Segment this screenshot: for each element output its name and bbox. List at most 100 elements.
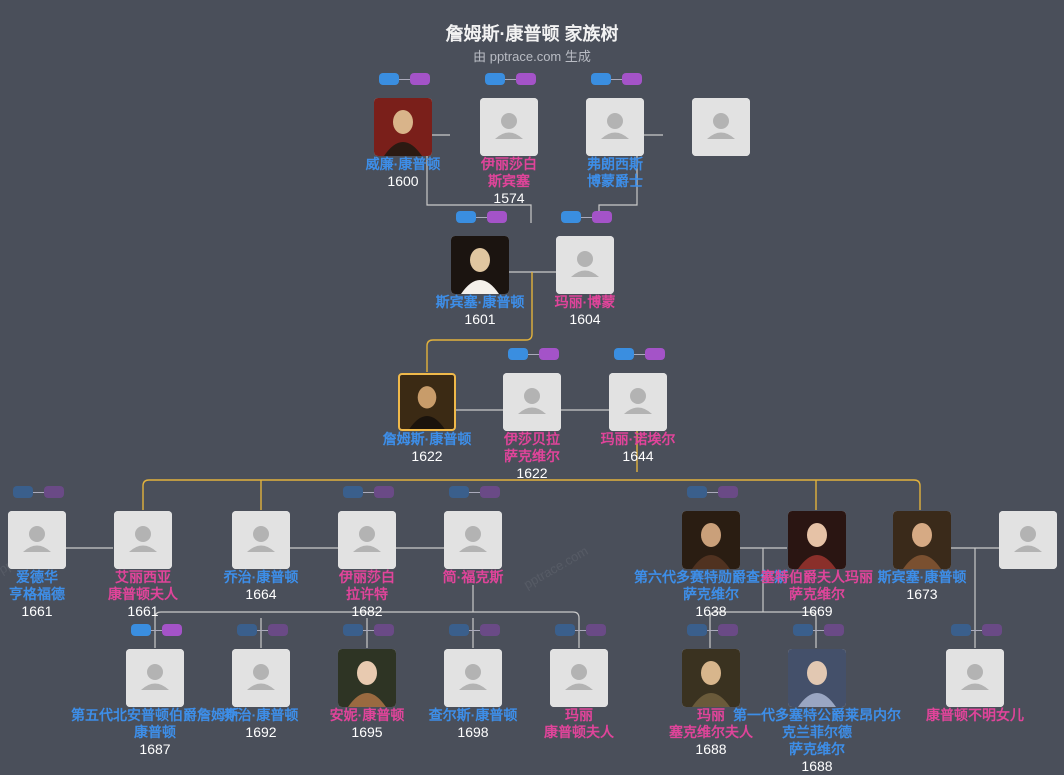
person-placeholder-icon[interactable] <box>232 649 290 707</box>
person-name[interactable]: 斯宾塞·康普顿 <box>877 569 967 585</box>
person-placeholder-icon[interactable] <box>550 649 608 707</box>
person-placeholder-icon[interactable] <box>503 373 561 431</box>
person-name[interactable]: 伊莎贝拉 萨克维尔 <box>504 431 560 464</box>
expand-parents-button[interactable] <box>951 624 971 636</box>
person-placeholder-icon[interactable] <box>999 511 1057 569</box>
person-name[interactable]: 玛丽 康普顿夫人 <box>544 707 614 740</box>
expand-parents-button[interactable] <box>449 486 469 498</box>
person-name[interactable]: 玛丽·博蒙 <box>554 294 616 310</box>
person-name[interactable]: 伊丽莎白 拉许特 <box>339 569 395 602</box>
birth-year: 1622 <box>411 448 443 464</box>
person-name[interactable]: 弗朗西斯 博蒙爵士 <box>587 156 643 189</box>
person-name[interactable]: 康普顿不明女儿 <box>926 707 1024 723</box>
person-name[interactable]: 安妮·康普顿 <box>329 707 405 723</box>
person-placeholder-icon[interactable] <box>586 98 644 156</box>
person-name[interactable]: 玛丽 塞克维尔夫人 <box>669 707 753 740</box>
person-placeholder-icon[interactable] <box>126 649 184 707</box>
person-placeholder-icon[interactable] <box>444 511 502 569</box>
expand-parents-button[interactable] <box>131 624 151 636</box>
expand-spouse-button[interactable] <box>539 348 559 360</box>
person-name[interactable]: 艾丽西亚 康普顿夫人 <box>108 569 178 602</box>
person-name[interactable]: 詹姆斯·康普顿 <box>382 431 472 447</box>
person-name[interactable]: 爱德华 亨格福德 <box>9 569 65 602</box>
expand-parents-button[interactable] <box>591 73 611 85</box>
expand-spouse-button[interactable] <box>586 624 606 636</box>
portrait-photo[interactable] <box>398 373 456 431</box>
portrait-photo[interactable] <box>893 511 951 569</box>
expand-parents-button[interactable] <box>614 348 634 360</box>
portrait-photo[interactable] <box>682 649 740 707</box>
connector-icon <box>813 630 824 631</box>
person-placeholder-icon[interactable] <box>480 98 538 156</box>
person-placeholder-icon[interactable] <box>692 98 750 156</box>
portrait-photo[interactable] <box>451 236 509 294</box>
portrait-photo[interactable] <box>338 649 396 707</box>
person-placeholder-icon[interactable] <box>556 236 614 294</box>
connector-icon <box>469 492 480 493</box>
connector-icon <box>505 79 516 80</box>
expand-parents-button[interactable] <box>449 624 469 636</box>
person-placeholder-icon[interactable] <box>232 511 290 569</box>
expand-parents-button[interactable] <box>237 624 257 636</box>
expand-parents-button[interactable] <box>485 73 505 85</box>
expand-spouse-button[interactable] <box>374 486 394 498</box>
expand-parents-button[interactable] <box>13 486 33 498</box>
expand-spouse-button[interactable] <box>480 486 500 498</box>
person-name[interactable]: 乔治·康普顿 <box>223 569 299 585</box>
expand-parents-button[interactable] <box>343 624 363 636</box>
person-name[interactable]: 第六代多赛特勋爵查尔斯 萨克维尔 <box>634 569 788 602</box>
person-name[interactable]: 斯宾塞·康普顿 <box>435 294 525 310</box>
expand-parents-button[interactable] <box>456 211 476 223</box>
expand-parents-button[interactable] <box>793 624 813 636</box>
expand-spouse-button[interactable] <box>162 624 182 636</box>
expand-spouse-button[interactable] <box>824 624 844 636</box>
person-name[interactable]: 伊丽莎白 斯宾塞 <box>481 156 537 189</box>
portrait-photo[interactable] <box>374 98 432 156</box>
connector-icon <box>528 354 539 355</box>
expand-parents-button[interactable] <box>687 624 707 636</box>
person-placeholder-icon[interactable] <box>946 649 1004 707</box>
expand-spouse-button[interactable] <box>268 624 288 636</box>
birth-year: 1574 <box>493 190 525 206</box>
expand-parents-button[interactable] <box>379 73 399 85</box>
person-name[interactable]: 第五代北安普顿伯爵詹姆斯 康普顿 <box>71 707 239 740</box>
birth-year: 1622 <box>516 465 548 481</box>
expand-parents-button[interactable] <box>561 211 581 223</box>
person-placeholder-icon[interactable] <box>338 511 396 569</box>
person-name[interactable]: 第一代多塞特公爵莱昂内尔 克兰菲尔德 萨克维尔 <box>733 707 901 757</box>
portrait-photo[interactable] <box>682 511 740 569</box>
expand-spouse-button[interactable] <box>487 211 507 223</box>
person-name[interactable]: 塞特伯爵夫人玛丽 萨克维尔 <box>761 569 873 602</box>
expand-spouse-button[interactable] <box>622 73 642 85</box>
expand-parents-button[interactable] <box>343 486 363 498</box>
expand-parents-button[interactable] <box>508 348 528 360</box>
person-name[interactable]: 简·福克斯 <box>442 569 504 585</box>
person-placeholder-icon[interactable] <box>609 373 667 431</box>
expand-spouse-button[interactable] <box>374 624 394 636</box>
portrait-photo[interactable] <box>788 649 846 707</box>
expand-parents-button[interactable] <box>555 624 575 636</box>
connector-icon <box>575 630 586 631</box>
person-name[interactable]: 玛丽·诺埃尔 <box>600 431 676 447</box>
expand-spouse-button[interactable] <box>410 73 430 85</box>
birth-year: 1695 <box>351 724 383 740</box>
person-name[interactable]: 乔治·康普顿 <box>223 707 299 723</box>
expand-spouse-button[interactable] <box>592 211 612 223</box>
birth-year: 1601 <box>464 311 496 327</box>
expand-spouse-button[interactable] <box>516 73 536 85</box>
expand-parents-button[interactable] <box>687 486 707 498</box>
person-placeholder-icon[interactable] <box>444 649 502 707</box>
expand-spouse-button[interactable] <box>718 486 738 498</box>
expand-spouse-button[interactable] <box>44 486 64 498</box>
person-actions <box>508 348 562 362</box>
expand-spouse-button[interactable] <box>718 624 738 636</box>
expand-spouse-button[interactable] <box>982 624 1002 636</box>
expand-spouse-button[interactable] <box>645 348 665 360</box>
person-name[interactable]: 查尔斯·康普顿 <box>428 707 518 723</box>
person-placeholder-icon[interactable] <box>8 511 66 569</box>
person-placeholder-icon[interactable] <box>114 511 172 569</box>
portrait-photo[interactable] <box>788 511 846 569</box>
expand-spouse-button[interactable] <box>480 624 500 636</box>
person-name[interactable]: 威廉·康普顿 <box>365 156 441 172</box>
